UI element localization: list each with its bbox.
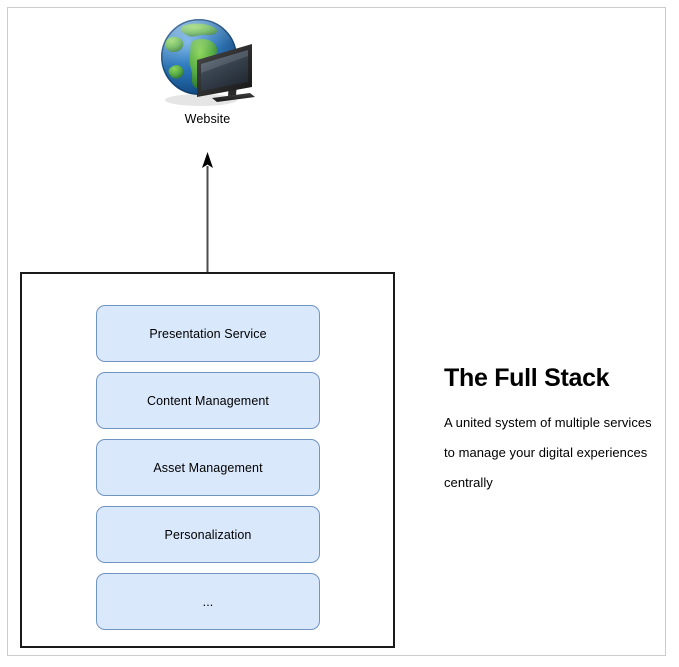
panel-body-text: A united system of multiple services to … [444,415,652,490]
service-box-label: Personalization [164,527,252,542]
service-box-content-management[interactable]: Content Management [96,372,320,429]
description-panel: The Full Stack A united system of multip… [444,363,659,498]
service-list: Presentation Service Content Management … [96,305,320,630]
service-box-label: ... [202,594,214,609]
service-box-personalization[interactable]: Personalization [96,506,320,563]
service-box-presentation[interactable]: Presentation Service [96,305,320,362]
service-box-label: Presentation Service [149,326,267,341]
service-box-asset-management[interactable]: Asset Management [96,439,320,496]
page-frame [7,7,666,656]
panel-title: The Full Stack [444,364,610,392]
service-box-label: Content Management [146,393,269,408]
globe-monitor-icon [155,14,260,109]
website-node[interactable]: Website [155,14,260,134]
service-box-label: Asset Management [153,460,263,475]
full-stack-container: Presentation Service Content Management … [20,272,395,648]
website-node-label: Website [184,112,231,126]
service-box-more[interactable]: ... [96,573,320,630]
upward-arrow-icon [196,152,220,276]
